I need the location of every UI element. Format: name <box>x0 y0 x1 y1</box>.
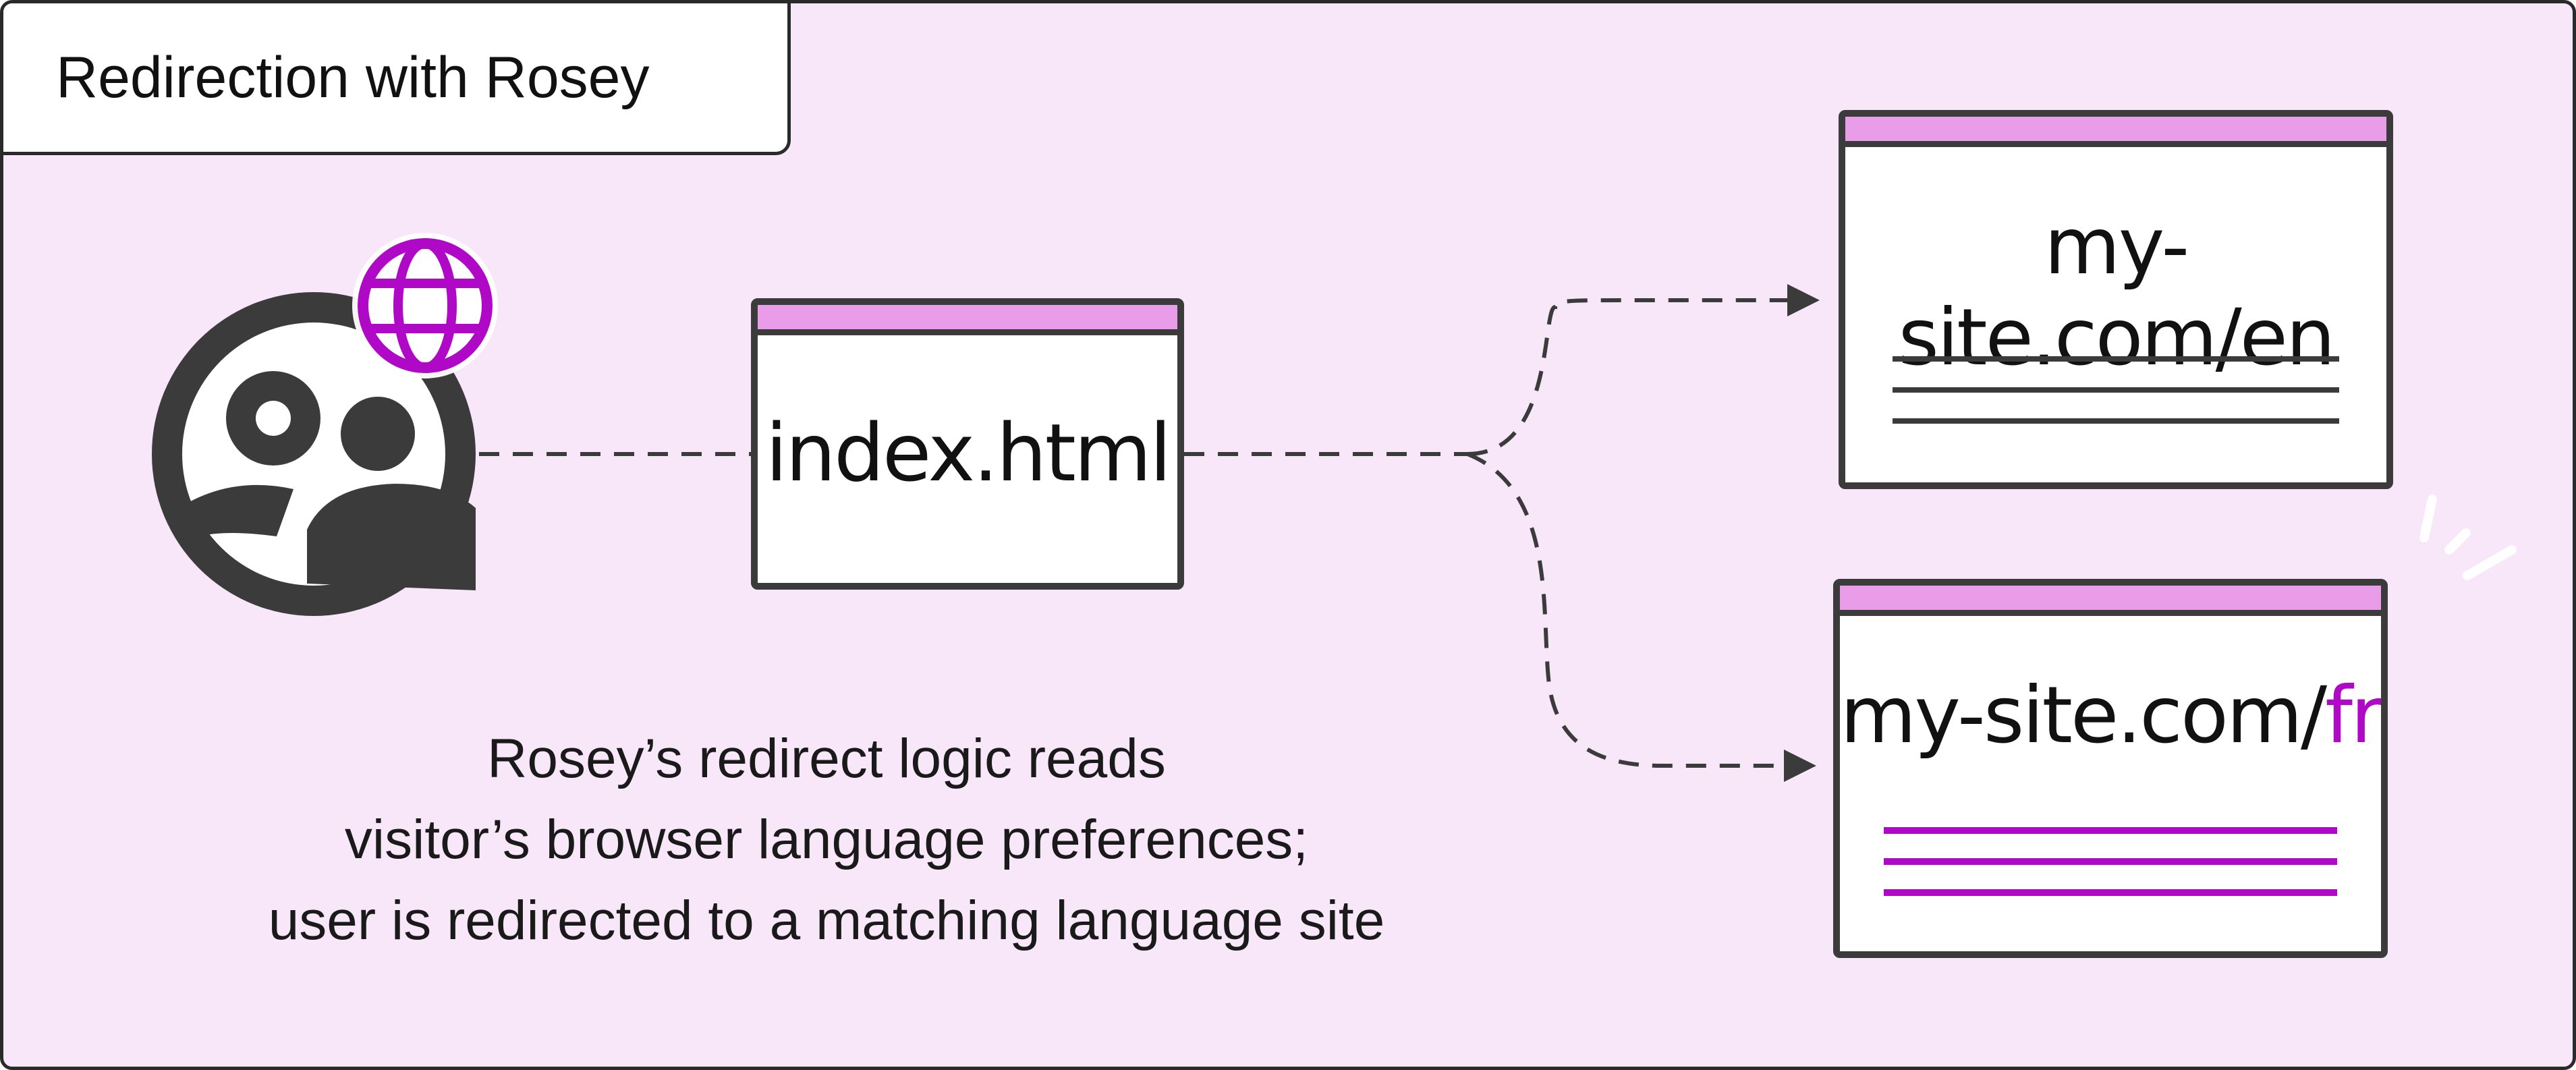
card-header-bar <box>1840 586 2381 616</box>
fr-content-lines <box>1884 827 2337 896</box>
globe-icon <box>352 233 498 378</box>
connector-to-en <box>1467 284 1820 456</box>
card-header-bar <box>1845 117 2386 147</box>
fr-site-card: my-site.com/fr <box>1833 579 2388 958</box>
connector-to-fr <box>1466 452 1816 782</box>
caption-line: user is redirected to a matching languag… <box>268 890 1385 951</box>
diagram-title: Redirection with Rosey <box>56 45 650 110</box>
index-label: index.html <box>765 406 1171 499</box>
en-site-card: my-site.com/en <box>1839 110 2393 489</box>
caption-line: Rosey’s redirect logic reads <box>487 728 1166 789</box>
fr-url-suffix: fr <box>2325 670 2381 761</box>
index-page-card: index.html <box>751 298 1184 590</box>
title-tab: Redirection with Rosey <box>3 3 791 155</box>
en-url-prefix: my-site.com/ <box>1898 201 2241 383</box>
connector-layer <box>152 233 2517 782</box>
card-header-bar <box>758 305 1177 335</box>
en-url-label: my-site.com/en <box>1845 201 2386 383</box>
en-url-suffix: en <box>2239 292 2336 383</box>
diagram-caption: Rosey’s redirect logic reads visitor’s b… <box>111 719 1542 961</box>
fr-url-label: my-site.com/fr <box>1840 670 2381 761</box>
en-content-lines <box>1893 356 2339 424</box>
fr-url-prefix: my-site.com/ <box>1840 670 2327 761</box>
user-avatar-icon <box>152 292 476 616</box>
caption-line: visitor’s browser language preferences; <box>344 809 1309 870</box>
sparkle-decoration <box>2419 495 2517 580</box>
